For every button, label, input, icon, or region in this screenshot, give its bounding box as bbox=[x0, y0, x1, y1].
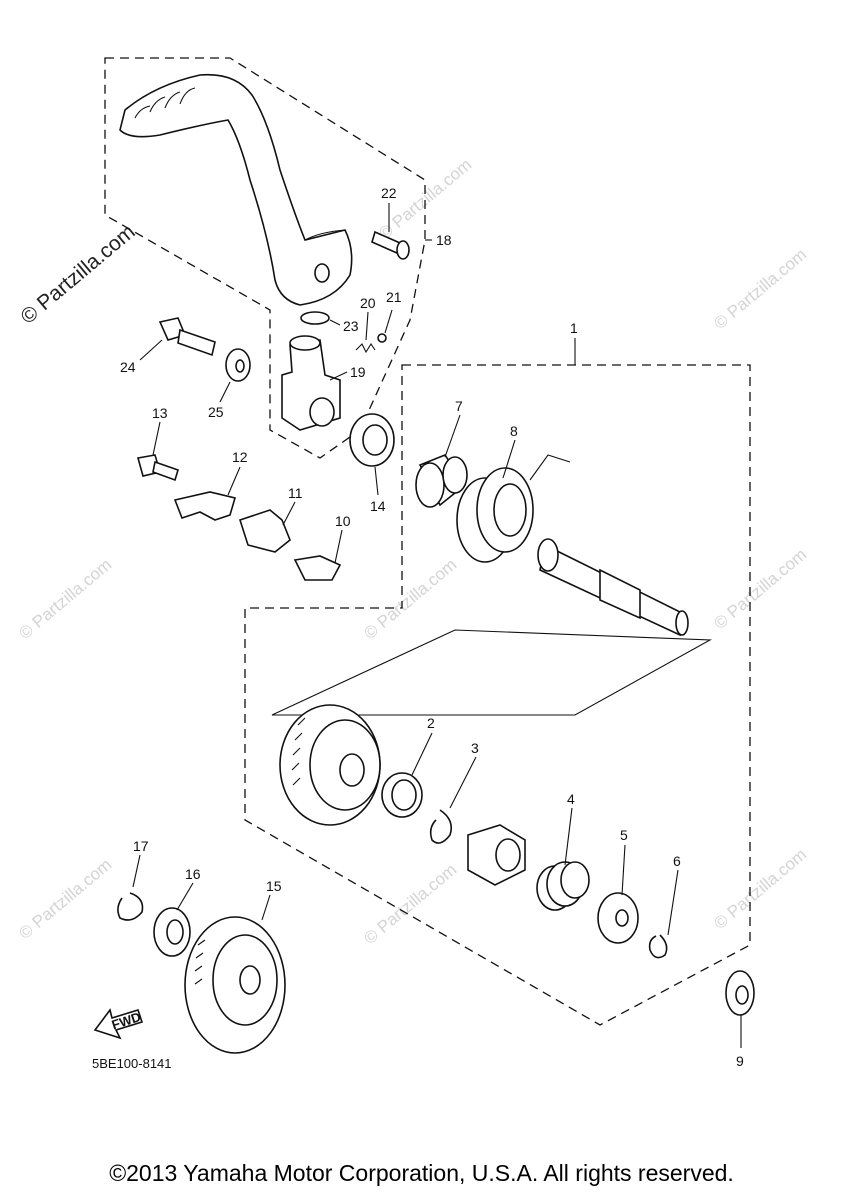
callout-9: 9 bbox=[736, 1053, 744, 1069]
callout-4: 4 bbox=[567, 791, 575, 807]
callout-5: 5 bbox=[620, 827, 628, 843]
callouts: 1 2 3 4 5 6 7 8 9 10 11 12 13 14 15 16 1… bbox=[120, 185, 744, 1069]
kick-gear bbox=[279, 704, 381, 826]
callout-6: 6 bbox=[673, 853, 681, 869]
washer-9-hole bbox=[735, 985, 749, 1005]
callout-1: 1 bbox=[570, 320, 578, 336]
callout-21: 21 bbox=[386, 289, 402, 305]
callout-19: 19 bbox=[350, 364, 366, 380]
callout-22: 22 bbox=[381, 185, 397, 201]
bolt-22 bbox=[371, 230, 410, 260]
callout-11: 11 bbox=[288, 485, 303, 501]
callout-15: 15 bbox=[266, 878, 282, 894]
watermark: © Partzilla.com bbox=[710, 545, 810, 633]
watermark: © Partzilla.com bbox=[710, 845, 810, 933]
callout-2: 2 bbox=[427, 715, 435, 731]
callout-25: 25 bbox=[208, 404, 224, 420]
boss-19 bbox=[281, 335, 341, 431]
watermark: © Partzilla.com bbox=[360, 860, 460, 948]
idle-gear-15 bbox=[184, 916, 286, 1054]
oil-seal-14 bbox=[349, 413, 395, 467]
callout-20: 20 bbox=[360, 295, 376, 311]
callout-7: 7 bbox=[455, 398, 463, 414]
spring-guide-7 bbox=[415, 454, 468, 508]
ball-21 bbox=[377, 333, 387, 343]
watermark: © Partzilla.com bbox=[710, 245, 810, 333]
washer-16-hole bbox=[166, 919, 184, 945]
callout-14: 14 bbox=[370, 498, 386, 514]
circlip-3 bbox=[429, 809, 453, 844]
circlip-6 bbox=[648, 934, 668, 959]
spring-20 bbox=[355, 342, 376, 354]
plate-10 bbox=[293, 555, 342, 581]
callout-23: 23 bbox=[343, 318, 359, 334]
circlip-23 bbox=[300, 311, 330, 325]
circlip-17 bbox=[117, 892, 144, 921]
watermarks: © Partzilla.com © Partzilla.com © Partzi… bbox=[15, 155, 810, 948]
watermark: © Partzilla.com bbox=[15, 555, 115, 643]
washer-5-hole bbox=[615, 909, 629, 927]
washer-25 bbox=[225, 348, 251, 382]
axle-assembly-boundary bbox=[244, 364, 751, 1026]
callout-17: 17 bbox=[133, 838, 149, 854]
callout-8: 8 bbox=[510, 423, 518, 439]
callout-3: 3 bbox=[471, 740, 479, 756]
callout-18: 18 bbox=[436, 232, 452, 248]
plate-12 bbox=[173, 491, 237, 521]
torsion-spring-8 bbox=[456, 454, 571, 563]
callout-12: 12 bbox=[232, 449, 248, 465]
watermark: © Partzilla.com bbox=[360, 555, 460, 643]
spring-4 bbox=[536, 861, 590, 911]
watermark: © Partzilla.com bbox=[15, 855, 115, 943]
leader-lines bbox=[132, 203, 742, 1048]
callout-16: 16 bbox=[185, 866, 201, 882]
watermark-primary: © Partzilla.com bbox=[16, 220, 139, 329]
fwd-label: FWD bbox=[110, 1009, 143, 1032]
callout-13: 13 bbox=[152, 405, 168, 421]
plate-11 bbox=[238, 509, 291, 553]
ratchet bbox=[467, 824, 526, 886]
washer-2-hole bbox=[391, 779, 417, 811]
copyright-notice: ©2013 Yamaha Motor Corporation, U.S.A. A… bbox=[109, 1160, 734, 1186]
assembly-reference-box bbox=[271, 629, 712, 716]
kick-lever bbox=[119, 73, 353, 306]
bolt-13 bbox=[136, 454, 179, 482]
fwd-arrow-icon: FWD bbox=[93, 1008, 144, 1040]
bolt-24 bbox=[158, 317, 216, 357]
kick-axle bbox=[537, 538, 689, 637]
diagram-code: 5BE100-8141 bbox=[92, 1056, 172, 1071]
callout-24: 24 bbox=[120, 359, 136, 375]
callout-10: 10 bbox=[335, 513, 351, 529]
